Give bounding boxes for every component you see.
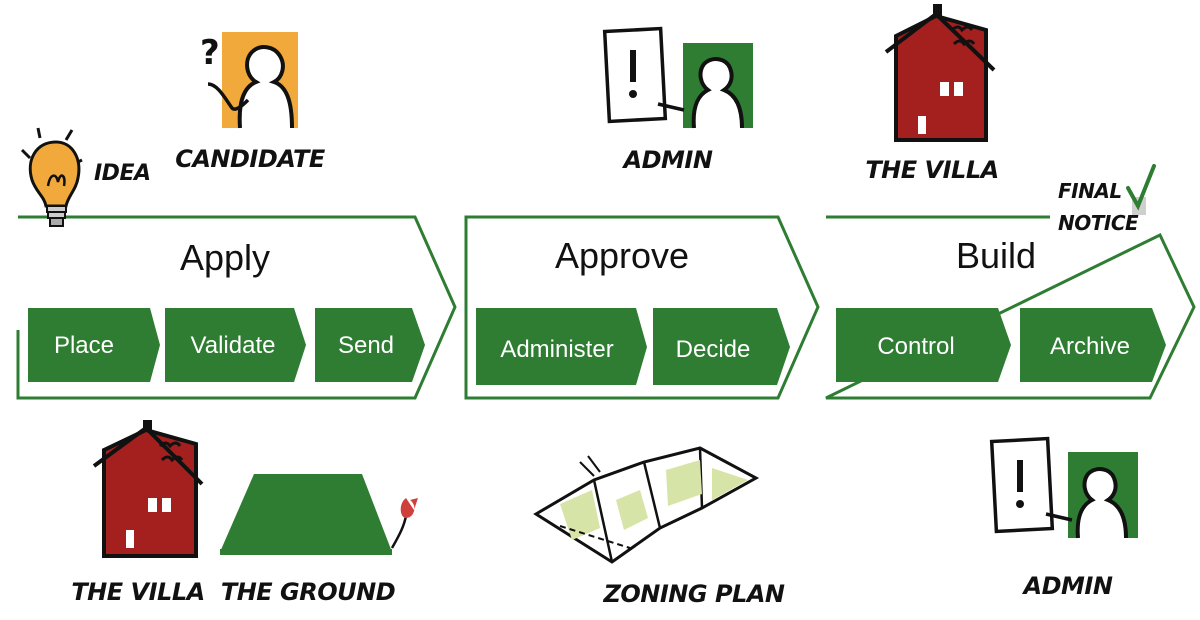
label-final-notice-line1: FINAL [1058, 179, 1122, 203]
label-final-notice-line2: NOTICE [1058, 211, 1139, 235]
phase-approve-outline [464, 215, 820, 400]
phase-apply-outline [16, 215, 457, 400]
house-icon [92, 420, 204, 558]
phase-title-apply: Apply [180, 237, 270, 278]
label-zoning-plan: ZONING PLAN [602, 580, 784, 608]
label-candidate: CANDIDATE [175, 145, 326, 173]
candidate-icon: ? [200, 32, 298, 129]
label-ground: THE GROUND [221, 578, 395, 606]
admin-icon [989, 436, 1138, 539]
checkmark-icon [1126, 164, 1156, 211]
house-icon [884, 4, 996, 142]
step-label-send: Send [338, 332, 394, 359]
flower-icon [400, 498, 418, 518]
final-notice-group: FINAL NOTICE [1058, 164, 1156, 235]
step-label-control: Control [877, 333, 954, 360]
label-admin-top: ADMIN [622, 146, 713, 174]
step-label-validate: Validate [191, 332, 276, 359]
step-administer: Administer [476, 308, 647, 385]
step-archive: Archive [1020, 308, 1166, 382]
label-admin-bottom: ADMIN [1022, 572, 1113, 600]
label-villa-top: THE VILLA [865, 156, 998, 184]
step-send: Send [315, 308, 425, 382]
step-control: Control [836, 308, 1011, 382]
step-label-decide: Decide [676, 336, 751, 363]
step-label-archive: Archive [1050, 333, 1130, 360]
map-icon [533, 446, 760, 564]
step-label-place: Place [54, 332, 114, 359]
phase-title-approve: Approve [555, 235, 689, 276]
step-place: Place [28, 308, 160, 382]
step-validate: Validate [165, 308, 306, 382]
ground-icon [220, 474, 418, 555]
lightbulb-icon [20, 127, 83, 227]
label-villa-bottom: THE VILLA [71, 578, 204, 606]
admin-icon [602, 26, 753, 129]
svg-text:?: ? [200, 33, 220, 73]
step-label-administer: Administer [500, 336, 613, 363]
step-decide: Decide [653, 308, 790, 385]
phase-title-build: Build [956, 235, 1036, 276]
label-idea: IDEA [94, 161, 151, 186]
